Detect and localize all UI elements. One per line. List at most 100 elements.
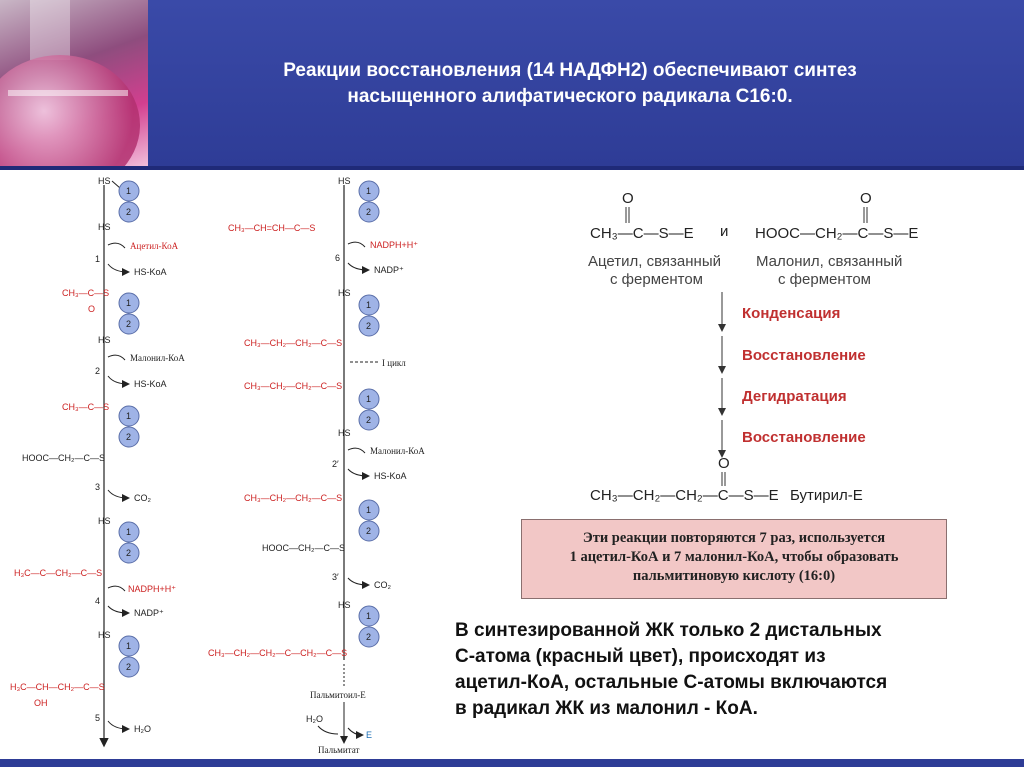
- palmitoyl-e-label: Пальмитоил-E: [310, 690, 366, 700]
- footer-bar: [0, 759, 1024, 767]
- step-dehydration: Дегидратация: [742, 388, 847, 405]
- domain-label: 2: [366, 632, 371, 642]
- domain-label: 1: [366, 505, 371, 515]
- h2o-label: H₂O: [134, 724, 151, 734]
- domain-label: 2: [126, 432, 131, 442]
- enzyme-domain-2: [118, 542, 140, 564]
- and-label: и: [720, 223, 728, 240]
- malonyl-caption-1: Малонил, связанный: [756, 253, 902, 270]
- butyryl-formula: CH₃—CH₂—CH₂—C—S—E: [590, 487, 779, 504]
- malonyl-formula: HOOC—CH₂—C—S—E: [755, 225, 918, 242]
- hs-label: HS: [338, 600, 351, 610]
- header-divider: [0, 166, 1024, 170]
- malonyl-group: HOOC—CH₂—C—S: [22, 453, 105, 463]
- repeat-note-box: Эти реакции повторяются 7 раз, используе…: [521, 519, 947, 599]
- nadph-label: NADPH+H⁺: [128, 584, 176, 594]
- domain-label: 1: [366, 300, 371, 310]
- domain-label: 2: [126, 207, 131, 217]
- step-number: 2: [95, 366, 100, 376]
- nadp-label: NADP⁺: [374, 265, 404, 275]
- domain-label: 1: [366, 394, 371, 404]
- butyryl-label: Бутирил-E: [790, 487, 863, 504]
- carbonyl-oxygen: O: [622, 190, 634, 207]
- enzyme-domain-2: [358, 201, 380, 223]
- hs-label: HS: [98, 516, 111, 526]
- reaction-scheme: HS 1 2 HS Ацетил-КоА 1 HS-KoA CH₃—C—S O …: [10, 176, 425, 755]
- enzyme-domain-2: [358, 520, 380, 542]
- paragraph-line-3: ацетил-КоА, остальные С-атомы включаются: [455, 672, 888, 693]
- hs-label: HS: [98, 176, 111, 186]
- co2-label: CO₂: [374, 580, 392, 590]
- malonyl-coa-label: Малонил-КоА: [130, 353, 185, 363]
- domain-label: 1: [126, 298, 131, 308]
- enzyme-domain-1: [358, 294, 380, 316]
- enzyme-domain-1: [358, 605, 380, 627]
- enzyme-domain-2: [358, 409, 380, 431]
- fatty-acid-synthesis-diagram: HS 1 2 HS Ацетил-КоА 1 HS-KoA CH₃—C—S O …: [0, 170, 455, 760]
- h2o-label: H₂O: [306, 714, 323, 724]
- step-number: 5: [95, 713, 100, 723]
- domain-label: 2: [366, 321, 371, 331]
- step-number: 3: [95, 482, 100, 492]
- domain-label: 2: [366, 207, 371, 217]
- malonyl-group: HOOC—CH₂—C—S: [262, 543, 345, 553]
- hydroxyl-label: OH: [34, 698, 48, 708]
- domain-label: 2: [126, 548, 131, 558]
- enzyme-domain-2: [118, 313, 140, 335]
- hs-koa-label: HS-KoA: [374, 471, 407, 481]
- step-condensation: Конденсация: [742, 305, 840, 322]
- note-line-3: пальмитиновую кислоту (16:0): [632, 568, 836, 584]
- crotonyl-group: CH₃—CH=CH—C—S: [228, 223, 315, 233]
- carbonyl-oxygen: O: [860, 190, 872, 207]
- step-number: 2′: [332, 459, 339, 469]
- domain-label: 2: [126, 319, 131, 329]
- acetyl-caption-2: с ферментом: [610, 271, 703, 288]
- co2-label: CO₂: [134, 493, 152, 503]
- domain-label: 2: [126, 662, 131, 672]
- acetoacetyl-group: H₃C—C—CH₂—C—S: [14, 568, 102, 578]
- cycle-label: I цикл: [382, 358, 406, 368]
- repeat-note-text: Эти реакции повторяются 7 раз, используе…: [522, 529, 946, 586]
- domain-label: 2: [366, 526, 371, 536]
- step-reduction: Восстановление: [742, 347, 866, 364]
- step-number: 1: [95, 254, 100, 264]
- hs-label: HS: [338, 176, 351, 186]
- carbonyl-oxygen: O: [718, 455, 730, 472]
- step-number: 3′: [332, 572, 339, 582]
- note-line-1: Эти реакции повторяются 7 раз, используе…: [582, 530, 886, 546]
- butyryl-group: CH₃—CH₂—CH₂—C—S: [244, 338, 342, 348]
- ketohexanoyl-group: CH₃—CH₂—CH₂—C—CH₂—C—S: [208, 648, 347, 658]
- flask-image: [0, 0, 148, 168]
- enzyme-domain-2: [118, 656, 140, 678]
- domain-label: 1: [126, 186, 131, 196]
- hs-label: HS: [338, 428, 351, 438]
- hs-koa-label: HS-KoA: [134, 267, 167, 277]
- note-line-2: 1 ацетил-КоА и 7 малонил-КоА, чтобы обра…: [569, 549, 899, 565]
- enzyme-label: E: [366, 730, 372, 740]
- domain-label: 2: [366, 415, 371, 425]
- slide-title: Реакции восстановления (14 НАДФН2) обесп…: [180, 58, 960, 110]
- enzyme-domain-1: [358, 388, 380, 410]
- enzyme-domain-1: [358, 499, 380, 521]
- title-line-2: насыщенного алифатического радикала С16:…: [347, 86, 793, 107]
- nadph-label: NADPH+H⁺: [370, 240, 418, 250]
- enzyme-domain-1: [118, 521, 140, 543]
- hydroxybutyryl-group: H₃C—CH—CH₂—C—S: [10, 682, 105, 692]
- domain-label: 1: [126, 527, 131, 537]
- acetyl-caption-1: Ацетил, связанный: [588, 253, 721, 270]
- explanation-paragraph: В синтезированной ЖК только 2 дистальных…: [455, 618, 1015, 722]
- enzyme-domain-1: [118, 180, 140, 202]
- enzyme-domain-2: [358, 626, 380, 648]
- synthesis-cycle-scheme: O CH₃—C—S—E и O HOOC—CH₂—C—S—E Ацетил, с…: [588, 190, 918, 504]
- hs-label: HS: [338, 288, 351, 298]
- nadp-label: NADP⁺: [134, 608, 164, 618]
- enzyme-domain-1: [118, 292, 140, 314]
- palmitate-label: Пальмитат: [318, 745, 359, 755]
- acetyl-group: CH₃—C—S: [62, 402, 109, 412]
- enzyme-domain-1: [358, 180, 380, 202]
- malonyl-coa-label: Малонил-КоА: [370, 446, 425, 456]
- enzyme-domain-2: [118, 201, 140, 223]
- paragraph-line-2: С-атома (красный цвет), происходят из: [455, 646, 826, 667]
- enzyme-domain-2: [118, 426, 140, 448]
- step-reduction-2: Восстановление: [742, 429, 866, 446]
